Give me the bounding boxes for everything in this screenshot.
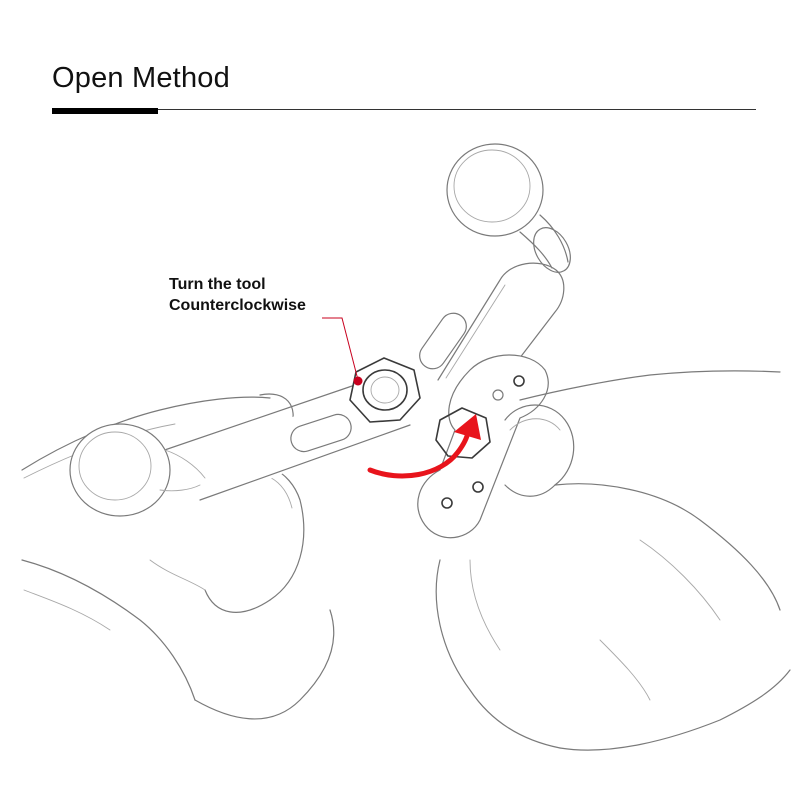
crank-base-plate — [417, 354, 549, 539]
red-dot-icon — [353, 376, 363, 386]
counterclockwise-arrow-icon — [367, 414, 481, 479]
callout-text: Turn the tool Counterclockwise — [169, 274, 306, 316]
callout-line-2: Counterclockwise — [169, 297, 306, 314]
page-title: Open Method — [52, 62, 230, 94]
hex-nut — [349, 357, 421, 423]
wrench-tool — [69, 384, 411, 517]
title-accent-bar — [52, 108, 158, 114]
right-hand-sketch — [435, 370, 791, 751]
callout-line-1: Turn the tool — [169, 276, 266, 293]
callout-leader — [322, 317, 363, 386]
title-divider — [52, 109, 756, 110]
crank-knob — [446, 143, 571, 273]
